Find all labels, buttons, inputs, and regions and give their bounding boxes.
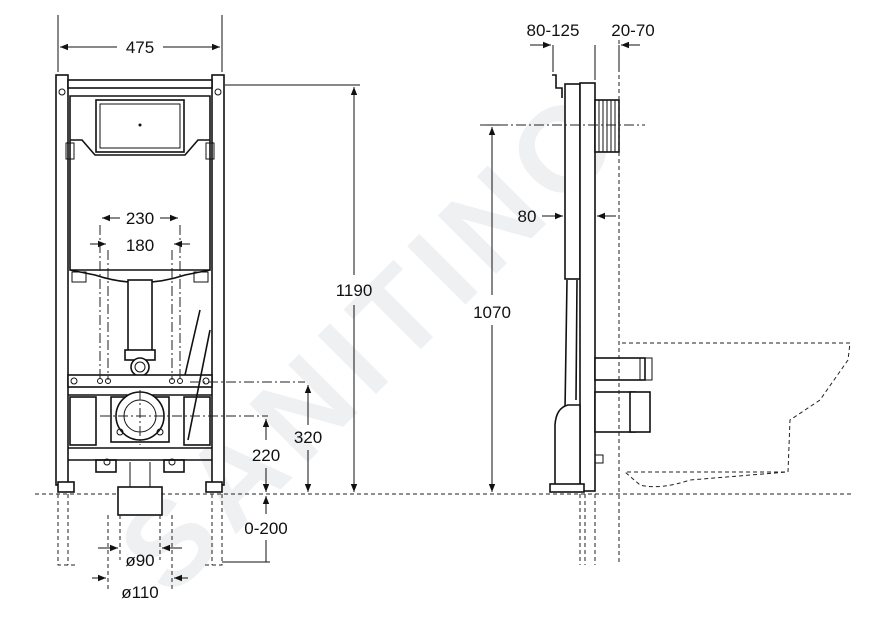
- wall-gap-dimension: 20-70: [611, 21, 654, 40]
- frame-depth-dimension: 80: [518, 207, 537, 226]
- side-view-frame: [549, 74, 653, 493]
- total-height-dimension: 1190: [336, 281, 373, 300]
- depth-dimension: 80-125: [527, 21, 580, 40]
- width-dimension: 475: [126, 38, 154, 57]
- flush-height-dimension: 1070: [473, 303, 511, 322]
- spacing-180-dimension: 180: [126, 236, 154, 255]
- crossbar-height-dimension: 320: [294, 428, 322, 447]
- pipe-110-dimension: ø110: [121, 583, 159, 602]
- spacing-230-dimension: 230: [126, 209, 154, 228]
- leg-adjust-dimension: 0-200: [244, 519, 287, 538]
- outlet-height-dimension: 220: [252, 446, 280, 465]
- pipe-90-dimension: ø90: [125, 551, 154, 570]
